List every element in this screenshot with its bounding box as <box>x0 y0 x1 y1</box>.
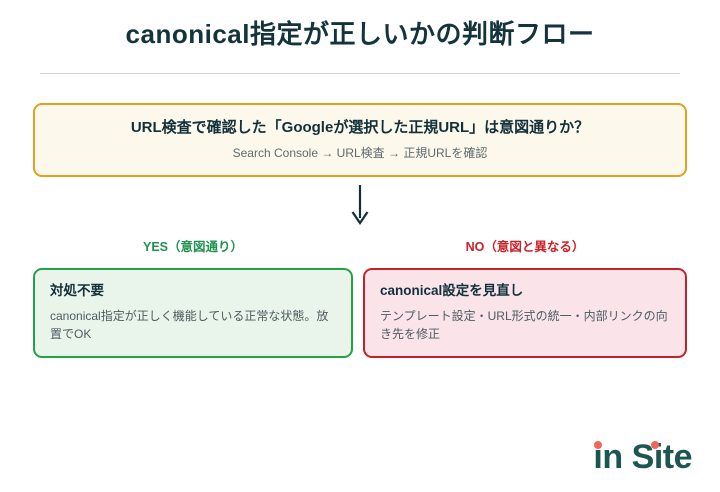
logo-dot-i-site <box>650 441 659 449</box>
arrow-down-icon <box>347 185 373 225</box>
question-title: URL検査で確認した「Googleが選択した正規URL」は意図通りか？ <box>130 118 590 136</box>
branch-label-no: NO（意図と異なる） <box>465 240 585 254</box>
outcome-body-no: テンプレート設定・URL形式の統一・内部リンクの向き先を修正 <box>380 308 668 342</box>
page-title: canonical指定が正しいかの判断フロー <box>125 19 595 49</box>
outcome-body-yes: canonical指定が正しく機能している正常な状態。放置でOK <box>50 308 329 342</box>
outcome-title-no: canonical設定を見直し <box>380 283 524 298</box>
outcome-box-yes: 対処不要 canonical指定が正しく機能している正常な状態。放置でOK <box>33 268 353 358</box>
brand-logo: in Site <box>593 440 692 474</box>
logo-text-site: Site <box>631 438 693 476</box>
outcome-title-yes: 対処不要 <box>50 283 104 298</box>
logo-word-in: in <box>593 440 623 474</box>
logo-word-site: Site <box>631 438 693 476</box>
question-subtitle: Search Console → URL検査 → 正規URLを確認 <box>232 146 488 161</box>
question-box: URL検査で確認した「Googleが選択した正規URL」は意図通りか？ Sear… <box>33 103 687 177</box>
branch-label-yes: YES（意図通り） <box>142 240 243 254</box>
title-divider <box>40 73 680 74</box>
logo-dot-i-in <box>594 441 603 449</box>
outcome-box-no: canonical設定を見直し テンプレート設定・URL形式の統一・内部リンクの… <box>363 268 687 358</box>
